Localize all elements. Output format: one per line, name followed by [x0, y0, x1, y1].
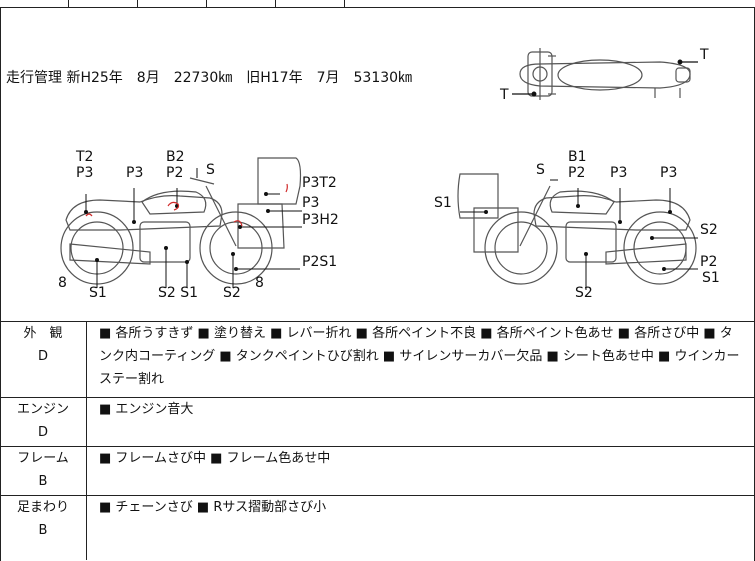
- left-side-motorcycle: [60, 157, 302, 285]
- label-s2: S2: [575, 285, 593, 301]
- condition-items: ■ チェーンさび ■ Rサス摺動部さび小: [86, 495, 755, 560]
- label-p3: P3: [610, 165, 628, 181]
- condition-category: 外 観 D: [0, 321, 87, 398]
- condition-item: ■ レバー折れ: [265, 326, 352, 341]
- label-p3: P3: [76, 165, 94, 181]
- category-name: エンジン: [16, 402, 69, 417]
- condition-item: ■ フレーム色あせ中: [206, 451, 331, 466]
- label-p3: P3: [302, 195, 320, 211]
- category-grade: B: [38, 474, 48, 489]
- condition-items: ■ エンジン音大: [86, 397, 755, 447]
- odometer-record: 走行管理 新H25年 8月 22730㎞ 旧H17年 7月 53130㎞: [6, 67, 412, 87]
- condition-item: ■ ウインカーステー割れ: [99, 349, 740, 387]
- label-t2: T2: [76, 149, 94, 165]
- condition-category: エンジン D: [0, 397, 87, 447]
- label-8: 8: [58, 275, 67, 291]
- condition-item: ■ サイレンサーカバー欠品: [378, 349, 543, 364]
- label-p2: P2: [568, 165, 586, 181]
- label-s: S: [206, 162, 215, 178]
- top-view-label-left: T: [500, 87, 509, 103]
- label-b1: B1: [568, 149, 587, 165]
- condition-item: ■ エンジン音大: [99, 402, 194, 417]
- category-grade: D: [37, 349, 48, 364]
- top-view-label-right: T: [700, 47, 709, 63]
- condition-item: ■ 塗り替え: [193, 326, 266, 341]
- label-p2: P2: [700, 254, 718, 270]
- right-side-motorcycle: [457, 173, 697, 285]
- condition-category: 足まわり B: [0, 495, 87, 560]
- label-s2s1: S2 S1: [158, 285, 199, 301]
- label-8: 8: [255, 275, 264, 291]
- label-p3: P3: [660, 165, 678, 181]
- condition-item: ■ 各所うすきず: [99, 326, 194, 341]
- label-s1: S1: [702, 270, 720, 286]
- condition-item: ■ タンク内コーティング: [99, 326, 733, 364]
- top-table-edge: [0, 0, 755, 8]
- odometer-label: 走行管理: [6, 70, 62, 86]
- label-p2: P2: [166, 165, 184, 181]
- label-p3h2: P3H2: [302, 212, 339, 228]
- condition-item: ■ シート色あせ中: [542, 349, 654, 364]
- odometer-old: 旧H17年 7月 53130㎞: [246, 70, 413, 86]
- condition-items: ■ 各所うすきず ■ 塗り替え ■ レバー折れ ■ 各所ペイント不良 ■ 各所ペ…: [86, 321, 755, 398]
- condition-row-exterior: 外 観 D ■ 各所うすきず ■ 塗り替え ■ レバー折れ ■ 各所ペイント不良…: [0, 321, 755, 398]
- condition-row-suspension: 足まわり B ■ チェーンさび ■ Rサス摺動部さび小: [0, 495, 755, 560]
- label-p3t2: P3T2: [302, 175, 337, 191]
- condition-item: ■ フレームさび中: [99, 451, 207, 466]
- condition-item: ■ Rサス摺動部さび小: [192, 500, 327, 515]
- condition-item: ■ チェーンさび: [99, 500, 193, 515]
- condition-table: 外 観 D ■ 各所うすきず ■ 塗り替え ■ レバー折れ ■ 各所ペイント不良…: [0, 321, 755, 560]
- label-s2: S2: [223, 285, 241, 301]
- label-s: S: [536, 162, 545, 178]
- label-p2s1: P2S1: [302, 254, 338, 270]
- category-name: 外 観: [23, 326, 63, 341]
- category-name: フレーム: [17, 451, 69, 466]
- label-p3: P3: [126, 165, 144, 181]
- category-grade: B: [38, 523, 48, 538]
- odometer-new: 新H25年 8月 22730㎞: [66, 70, 233, 86]
- label-b2: B2: [166, 149, 185, 165]
- condition-item: ■ 各所ペイント不良: [351, 326, 477, 341]
- condition-row-frame: フレーム B ■ フレームさび中 ■ フレーム色あせ中: [0, 446, 755, 496]
- label-s1: S1: [434, 195, 452, 211]
- category-grade: D: [37, 425, 48, 440]
- condition-item: ■ 各所さび中: [613, 326, 700, 341]
- category-name: 足まわり: [16, 500, 69, 515]
- condition-items: ■ フレームさび中 ■ フレーム色あせ中: [86, 446, 755, 496]
- motorcycle-diagrams: [60, 48, 698, 290]
- top-view-motorcycle: [519, 48, 691, 100]
- label-s2: S2: [700, 222, 718, 238]
- condition-item: ■ 各所ペイント色あせ: [476, 326, 614, 341]
- condition-row-engine: エンジン D ■ エンジン音大: [0, 397, 755, 447]
- condition-category: フレーム B: [0, 446, 87, 496]
- damage-diagram-panel: T T T2 P3 P3 B2 P2 S P3T2 P3 P3H2 P2S1 8…: [0, 8, 755, 321]
- label-s1: S1: [89, 285, 107, 301]
- condition-item: ■ タンクペイントひび割れ: [215, 349, 379, 364]
